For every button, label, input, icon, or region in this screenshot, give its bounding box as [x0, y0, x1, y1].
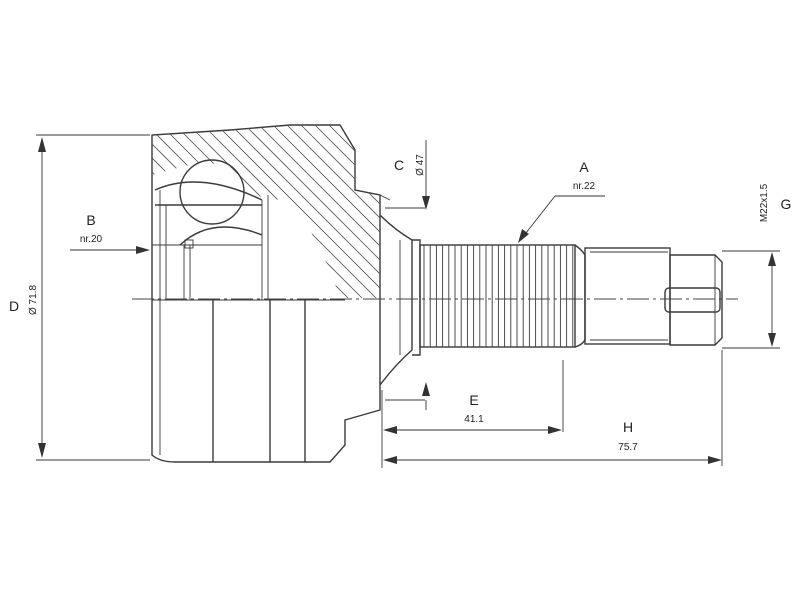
label-a: A nr.22	[518, 159, 605, 243]
stub-neck	[379, 214, 421, 386]
ball-cage	[154, 159, 269, 300]
splined-shaft	[419, 244, 586, 348]
dim-e-letter: E	[469, 392, 478, 408]
dim-c-letter: C	[394, 157, 404, 173]
dim-h-letter: H	[623, 419, 633, 435]
dim-g-letter: G	[781, 196, 792, 212]
dim-c: C Ø 47	[385, 140, 430, 410]
threaded-end	[584, 247, 723, 346]
label-b: B nr.20	[70, 212, 150, 254]
dim-h: H 75.7	[383, 350, 723, 466]
label-a-letter: A	[579, 159, 589, 175]
label-b-letter: B	[86, 212, 95, 228]
label-a-value: nr.22	[573, 181, 596, 192]
dim-d-letter: D	[9, 298, 19, 314]
dim-g-value: M22x1.5	[759, 183, 770, 222]
dim-c-value: Ø 47	[415, 154, 426, 176]
dim-d-value: Ø 71.8	[28, 285, 39, 315]
dim-h-value: 75.7	[618, 442, 638, 453]
label-b-value: nr.20	[80, 234, 103, 245]
dim-g: G M22x1.5	[722, 183, 792, 349]
dim-e: E 41.1	[381, 360, 564, 468]
dim-d: D Ø 71.8	[9, 134, 150, 461]
dim-e-value: 41.1	[464, 414, 484, 425]
housing-body	[151, 124, 391, 463]
